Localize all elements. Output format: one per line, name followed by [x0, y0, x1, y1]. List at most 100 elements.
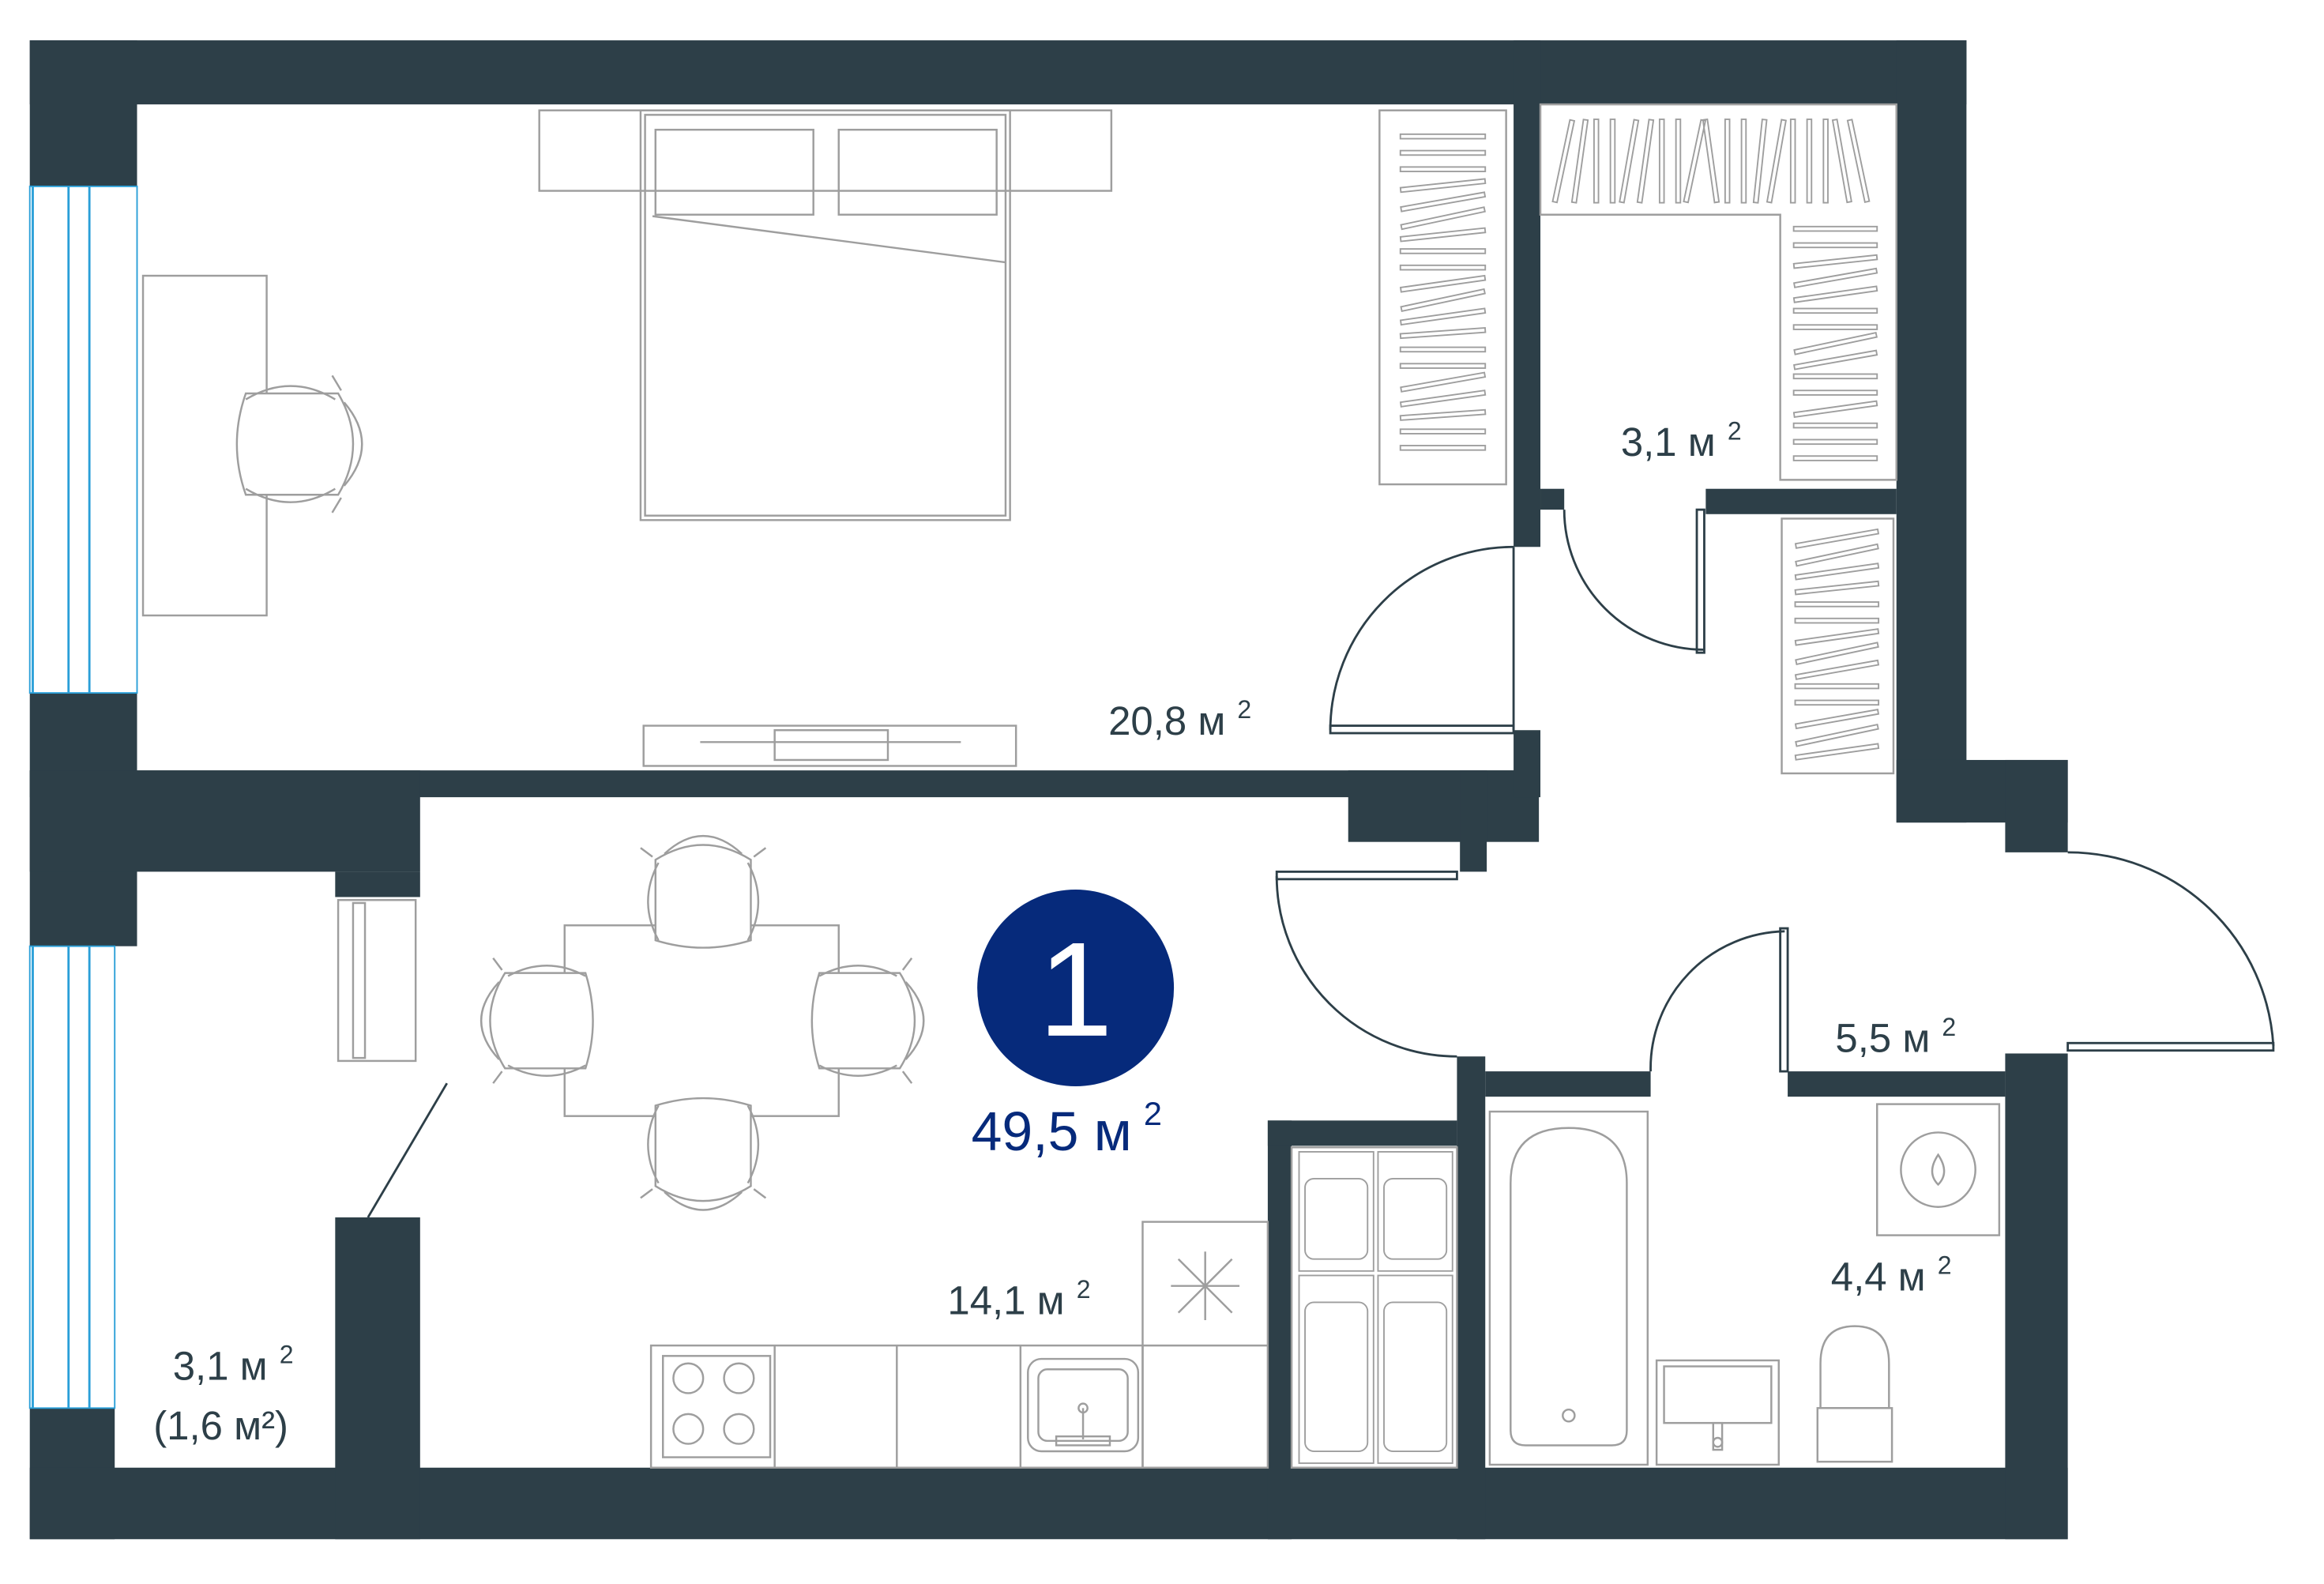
hanger-mark [1551, 119, 1576, 204]
hanger-mark [1794, 743, 1880, 761]
hanger-mark [1793, 331, 1878, 356]
hanger-mark [1792, 373, 1878, 380]
fridge-compartment [1377, 1151, 1453, 1272]
chair-icon [479, 958, 594, 1084]
hanger-mark [1792, 285, 1878, 303]
hanger-mark [1794, 709, 1880, 730]
hanger-mark [1399, 428, 1487, 435]
hanger-mark [1792, 455, 1878, 461]
walls [29, 40, 2068, 1540]
hanger-mark [1831, 119, 1852, 204]
sink-icon [1027, 1357, 1140, 1453]
total-area-value: 49,5 м [972, 1101, 1132, 1162]
fridge-compartment [1298, 1151, 1374, 1272]
fridge-compartment-inner [1383, 1301, 1448, 1452]
total-area: 49,5 м 2 [972, 1095, 1162, 1162]
hanger-mark [1399, 227, 1487, 243]
wardrobe-icon [1378, 109, 1507, 486]
hanger-mark [1399, 166, 1487, 172]
hanger-mark [1400, 206, 1486, 231]
bed-icon [538, 109, 1113, 521]
sink-icon [1655, 1359, 1780, 1466]
bathtub-icon [1488, 1110, 1649, 1466]
tv-icon [642, 724, 1017, 767]
room-area-wardrobe: 3,1 м 2 [1621, 416, 1742, 465]
toilet-icon [1816, 1325, 1893, 1463]
room-area-value: 3,1 м [173, 1343, 268, 1388]
hanger-mark [1675, 119, 1682, 204]
hanger-mark [1619, 119, 1640, 204]
fridge-compartment-inner [1383, 1177, 1448, 1260]
hanger-mark [1806, 119, 1813, 204]
hanger-mark [1399, 346, 1487, 353]
fridge-compartment [1298, 1274, 1374, 1465]
hanger-mark [1399, 389, 1487, 408]
hanger-mark [1399, 178, 1487, 194]
table-icon [563, 924, 840, 1117]
hanger-mark [1794, 628, 1880, 646]
room-area-hallway: 5,5 м 2 [1835, 1013, 1956, 1061]
doors [367, 508, 2275, 1218]
hanger-mark [1400, 288, 1486, 312]
room-area-exponent: 2 [1942, 1013, 1956, 1041]
hanger-mark [1794, 617, 1880, 624]
chair-icon [640, 1097, 767, 1211]
badge-number: 1 [1038, 914, 1112, 1064]
badge-circle [977, 890, 1175, 1086]
room-area-value: 4,4 м [1831, 1254, 1926, 1299]
washing-machine-icon [1876, 1103, 2001, 1236]
hanger-mark [1399, 363, 1487, 369]
hanger-mark [1766, 119, 1787, 204]
hanger-mark [1609, 119, 1616, 204]
hanger-mark [1794, 562, 1880, 581]
hanger-mark [1846, 119, 1871, 203]
room-area-bathroom: 4,4 м 2 [1831, 1251, 1952, 1300]
hanger-mark [1792, 307, 1878, 314]
chair-icon [235, 374, 363, 514]
hanger-mark [1792, 225, 1878, 232]
room-area-value: 5,5 м [1835, 1016, 1930, 1061]
hanger-mark [1792, 324, 1878, 330]
hanger-mark [1794, 659, 1880, 680]
hanger-mark [1399, 274, 1487, 293]
hanger-mark [1795, 723, 1879, 747]
hanger-mark [1789, 119, 1796, 204]
hanger-mark [1658, 119, 1665, 204]
chair-icon [640, 834, 767, 949]
hanger-mark [1399, 149, 1487, 156]
hanger-mark [1792, 400, 1878, 419]
room-area-value: 20,8 м [1108, 698, 1225, 743]
furniture [141, 103, 2001, 1469]
hanger-mark [1794, 601, 1880, 608]
room-area-exponent: 2 [1237, 695, 1251, 724]
room-area-exponent: 2 [1728, 416, 1742, 445]
room-area-value: 3,1 м [1621, 420, 1716, 465]
hanger-mark [1399, 445, 1487, 451]
hanger-mark [1636, 119, 1655, 204]
apartment-badge: 1 [977, 890, 1175, 1086]
chair-icon [810, 958, 925, 1084]
hanger-mark [1794, 580, 1880, 596]
hanger-mark [1792, 438, 1878, 446]
fridge-compartment-inner [1304, 1177, 1369, 1260]
hanger-mark [1724, 119, 1731, 204]
extractor-icon [1171, 1251, 1240, 1321]
hanger-mark [1399, 264, 1487, 271]
hanger-mark [1400, 371, 1487, 393]
hanger-mark [1399, 133, 1487, 140]
fridge-compartment-inner [1304, 1301, 1369, 1452]
windows [28, 185, 138, 1409]
hanger-mark [1792, 242, 1878, 249]
room-area-exponent: 2 [1938, 1251, 1952, 1280]
hanger-mark [1792, 389, 1878, 396]
hanger-mark [1570, 119, 1589, 204]
room-area-bedroom: 20,8 м 2 [1108, 695, 1251, 743]
hanger-mark [1794, 683, 1880, 690]
fridge-compartment [1377, 1274, 1453, 1465]
total-area-exponent: 2 [1144, 1095, 1162, 1132]
stove-icon [661, 1355, 772, 1458]
hanger-mark [1593, 119, 1600, 204]
